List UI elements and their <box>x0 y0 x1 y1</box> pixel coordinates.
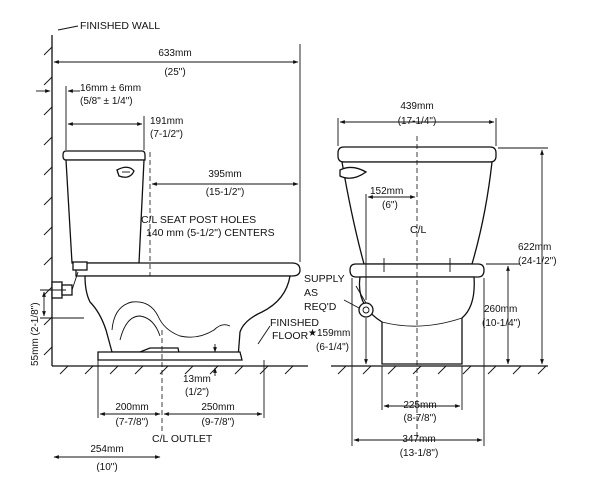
dim-overall-depth-in: (25") <box>164 67 185 78</box>
dim-overall-height-in: (24-1/2") <box>518 256 557 267</box>
seat-post-holes-label: C/L SEAT POST HOLES <box>141 214 256 226</box>
cl-label: C/L <box>410 224 427 236</box>
front-view: C/L 439mm (17-1/4") 152mm (6") 622mm (24… <box>304 101 557 459</box>
dim-supply-from-cl-mm: ★159mm <box>308 328 350 339</box>
tank <box>65 159 145 264</box>
dim-base-front-in: (9-7/8") <box>201 417 234 428</box>
wall-hatch <box>43 46 53 356</box>
front-floor-hatch <box>337 365 547 375</box>
supply-valve <box>51 261 88 299</box>
bowl <box>84 275 291 359</box>
dim-seat-post-front-mm: 395mm <box>208 169 241 180</box>
dim-overall-height-mm: 622mm <box>518 242 551 253</box>
dim-supply-offset-mm: 152mm <box>370 186 403 197</box>
reqd-label: REQ'D <box>304 301 337 313</box>
front-flush-handle <box>339 166 368 179</box>
finished-wall-label: FINISHED WALL <box>80 20 160 32</box>
dim-base-front-mm: 250mm <box>201 402 234 413</box>
front-supply-valve <box>358 302 374 318</box>
supply-label: SUPPLY <box>304 273 345 285</box>
dim-wall-gap-in: (5/8" ± 1/4") <box>80 96 133 107</box>
as-label: AS <box>304 287 318 299</box>
dim-seat-post-front-in: (15-1/2") <box>206 187 245 198</box>
seat-post-centers-label: 140 mm (5-1/2") CENTERS <box>146 227 275 239</box>
dim-wall-gap-mm: 16mm ± 6mm <box>80 83 141 94</box>
dim-tank-depth-mm: 191mm <box>150 116 183 127</box>
dim-base-rear-mm: 200mm <box>115 402 148 413</box>
dim-tank-depth-in: (7-1/2") <box>150 129 183 140</box>
dim-floor-13-mm: 13mm <box>183 374 211 385</box>
side-view: FINISHED WALL 633mm (25") 16mm ± 6mm (5/… <box>30 20 319 473</box>
dim-rough-in-mm: 254mm <box>90 444 123 455</box>
dim-overall-depth-mm: 633mm <box>158 48 191 59</box>
side-floor-hatch <box>59 365 294 375</box>
dim-supply-from-cl-in: (6-1/4") <box>316 342 349 353</box>
front-seat-rim <box>349 263 485 278</box>
trapway <box>111 301 231 338</box>
base-foot <box>97 351 243 361</box>
finished-label: FINISHED <box>270 317 319 329</box>
dim-supply-height: 55mm (2-1/8") <box>30 302 41 366</box>
dim-base-width-mm: 225mm <box>403 400 436 411</box>
dim-base-rear-in: (7-7/8") <box>115 417 148 428</box>
dim-bowl-width-mm: 347mm <box>402 434 435 445</box>
floor-label: FLOOR <box>272 330 309 342</box>
dim-rim-height-mm: 260mm <box>484 304 517 315</box>
dim-base-width-in: (8-7/8") <box>403 413 436 424</box>
dim-rim-height-in: (10-1/4") <box>482 318 521 329</box>
dim-rough-in-in: (10") <box>96 462 117 473</box>
dim-supply-offset-in: (6") <box>382 200 398 211</box>
tank-lid <box>62 150 146 161</box>
dim-bowl-width-in: (13-1/8") <box>400 448 439 459</box>
dim-tank-width-mm: 439mm <box>400 101 433 112</box>
dim-tank-width-in: (17-1/4") <box>398 116 437 127</box>
dim-floor-13-in: (1/2") <box>185 387 209 398</box>
cl-outlet-label: C/L OUTLET <box>152 433 213 445</box>
seat <box>75 262 301 277</box>
